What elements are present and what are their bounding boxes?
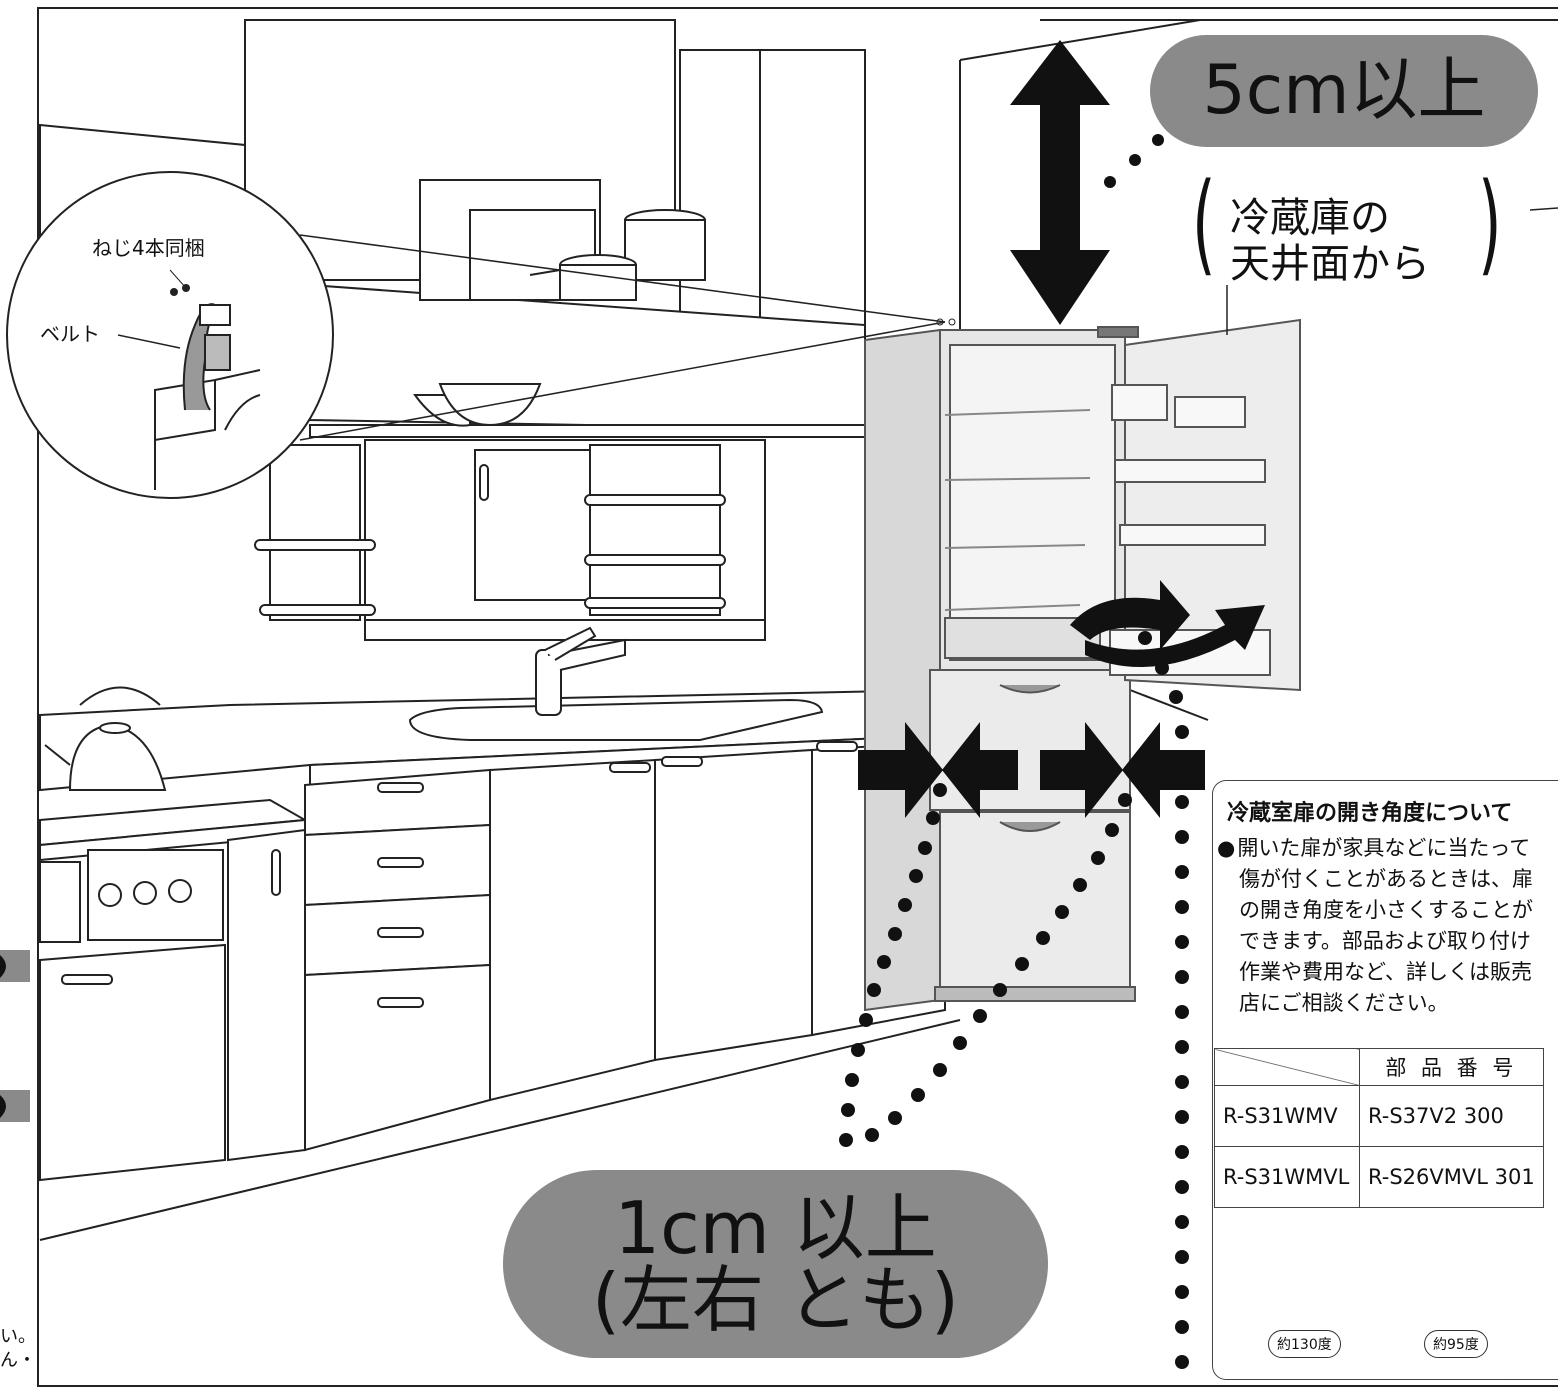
- note-line-2: 傷が付くことがあるときは、扉: [1239, 867, 1533, 891]
- note-line-1: 開いた扉が家具などに当たって: [1237, 836, 1531, 860]
- screws-label: ねじ4本同梱: [92, 236, 205, 260]
- door-swing-arrow-left: [1070, 580, 1190, 650]
- door-swing-arrow-right: [1085, 605, 1265, 667]
- part-cell: R-S26VMVL 301: [1359, 1146, 1544, 1208]
- note-bullet: ●: [1217, 836, 1236, 860]
- side-clearance-label: 1cm 以上 (左右 とも): [503, 1170, 1048, 1358]
- note-body: ●開いた扉が家具などに当たって 傷が付くことがあるときは、扉 の開き角度を小さく…: [1217, 833, 1558, 1019]
- edge-text-1: い。: [0, 1326, 36, 1347]
- top-clearance-arrow: [1010, 40, 1110, 325]
- table-row: R-S31WMV R-S37V2 300: [1214, 1085, 1544, 1147]
- parts-table-header: 部 品 番 号: [1359, 1048, 1544, 1086]
- side-clearance-line-2: (左右 とも): [591, 1258, 960, 1342]
- note-line-5: 作業や費用など、詳しくは販売: [1239, 960, 1532, 984]
- angle-after-label: 約95度: [1424, 1330, 1488, 1358]
- note-line-6: 店にご相談ください。: [1239, 991, 1449, 1015]
- belt-label: ベルト: [40, 322, 100, 346]
- dotted-guides: [839, 631, 1189, 1369]
- paren-line-2: 天井面から: [1230, 241, 1430, 287]
- top-dots: [1104, 134, 1164, 188]
- note-line-4: できます。部品および取り付け: [1239, 929, 1531, 953]
- parts-table-corner: [1214, 1048, 1360, 1086]
- paren-note: 冷蔵庫の 天井面から: [1230, 195, 1430, 287]
- angle-before-label: 約130度: [1268, 1330, 1341, 1358]
- right-paren: ): [1478, 159, 1502, 287]
- paren-line-1: 冷蔵庫の: [1230, 195, 1390, 241]
- stove-with-kettle: [39, 686, 309, 1182]
- pots: [419, 179, 706, 301]
- part-cell: R-S37V2 300: [1359, 1085, 1544, 1147]
- top-clearance-text: 5cm以上: [1202, 51, 1486, 130]
- edge-tabs: [0, 950, 30, 1122]
- model-cell: R-S31WMV: [1214, 1085, 1360, 1147]
- side-clearance-line-1: 1cm 以上: [614, 1186, 937, 1270]
- window-and-racks: [254, 439, 766, 641]
- parts-table-header-row: 部 品 番 号: [1214, 1048, 1544, 1086]
- faucet: [535, 626, 626, 716]
- table-row: R-S31WMVL R-S26VMVL 301: [1214, 1146, 1544, 1208]
- note-line-3: の開き角度を小さくすることが: [1239, 898, 1533, 922]
- parts-table: 部 品 番 号 R-S31WMV R-S37V2 300 R-S31WMVL R…: [1214, 1048, 1544, 1208]
- note-title: 冷蔵室扉の開き角度について: [1227, 801, 1513, 826]
- top-clearance-label: 5cm以上: [1150, 35, 1538, 147]
- edge-text-2: ん・: [0, 1350, 36, 1371]
- callout-circle: [6, 171, 956, 499]
- model-cell: R-S31WMVL: [1214, 1146, 1360, 1208]
- lower-cabinets: [227, 740, 946, 1162]
- side-clearance-arrows: [858, 722, 1205, 818]
- left-paren: (: [1192, 159, 1216, 287]
